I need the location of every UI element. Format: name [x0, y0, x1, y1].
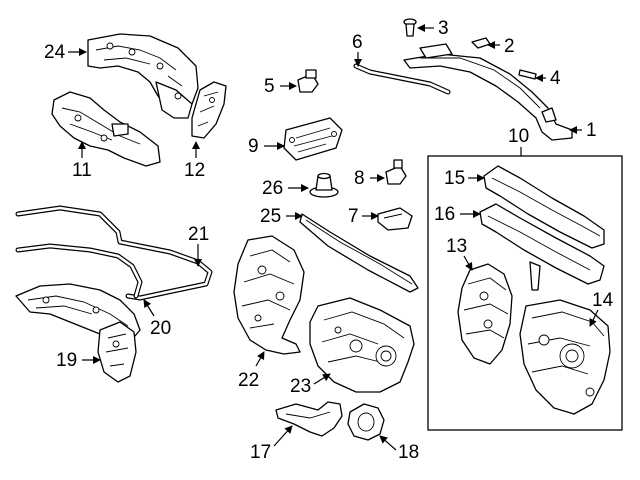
part-24-insulator	[87, 33, 199, 119]
callout-23: 23	[290, 376, 311, 397]
assembly-10-frame	[427, 155, 623, 431]
part-21-weatherstrip	[15, 205, 213, 301]
callout-1: 1	[586, 120, 597, 141]
callout-25: 25	[260, 206, 281, 227]
callout-26: 26	[262, 178, 283, 199]
part-3-pin	[403, 18, 417, 37]
part-26-stop	[309, 172, 339, 198]
part-5-sensor	[297, 69, 319, 93]
callout-19: 19	[56, 350, 77, 371]
part-6-hose	[353, 63, 451, 95]
callout-5: 5	[264, 76, 275, 97]
part-22-dash-panel	[233, 235, 305, 355]
callout-12: 12	[184, 160, 205, 181]
callouts: 24 11 12 6 3 2 4 1 5 9 10 8 26 15 25 7 1…	[44, 18, 614, 463]
part-8-connector	[385, 159, 407, 185]
callout-4: 4	[550, 68, 561, 89]
callout-3: 3	[438, 18, 449, 39]
callout-15: 15	[444, 168, 465, 189]
callout-16: 16	[434, 204, 455, 225]
part-17-bracket	[275, 401, 343, 437]
callout-8: 8	[354, 168, 365, 189]
callout-21: 21	[188, 224, 209, 245]
part-2-clip	[471, 37, 491, 49]
part-14-dash-panel	[519, 299, 611, 415]
part-15-cowl-upper	[483, 165, 605, 249]
part-7-clip	[377, 207, 413, 231]
part-23-dash-panel	[309, 297, 415, 393]
callout-20: 20	[150, 318, 171, 339]
part-9-grille	[283, 117, 343, 161]
callout-6: 6	[352, 32, 363, 53]
callout-13: 13	[446, 236, 467, 257]
callout-7: 7	[348, 206, 359, 227]
part-13-dash-panel	[457, 263, 513, 365]
callout-9: 9	[248, 136, 259, 157]
callout-22: 22	[238, 370, 259, 391]
part-11-bracket	[51, 91, 161, 167]
callout-14: 14	[592, 290, 614, 311]
callout-24: 24	[44, 42, 66, 63]
part-16-cowl-lower	[479, 203, 605, 291]
part-25-seal	[299, 213, 419, 293]
callout-10: 10	[508, 126, 529, 147]
callout-18: 18	[398, 442, 419, 463]
part-1-rail	[403, 43, 573, 141]
part-19-bracket	[97, 321, 137, 383]
callout-2: 2	[504, 36, 515, 57]
part-4-grommet	[518, 69, 537, 80]
callout-17: 17	[250, 442, 271, 463]
callout-11: 11	[72, 160, 92, 181]
part-18-gasket	[347, 403, 385, 441]
part-12-panel	[191, 81, 227, 139]
